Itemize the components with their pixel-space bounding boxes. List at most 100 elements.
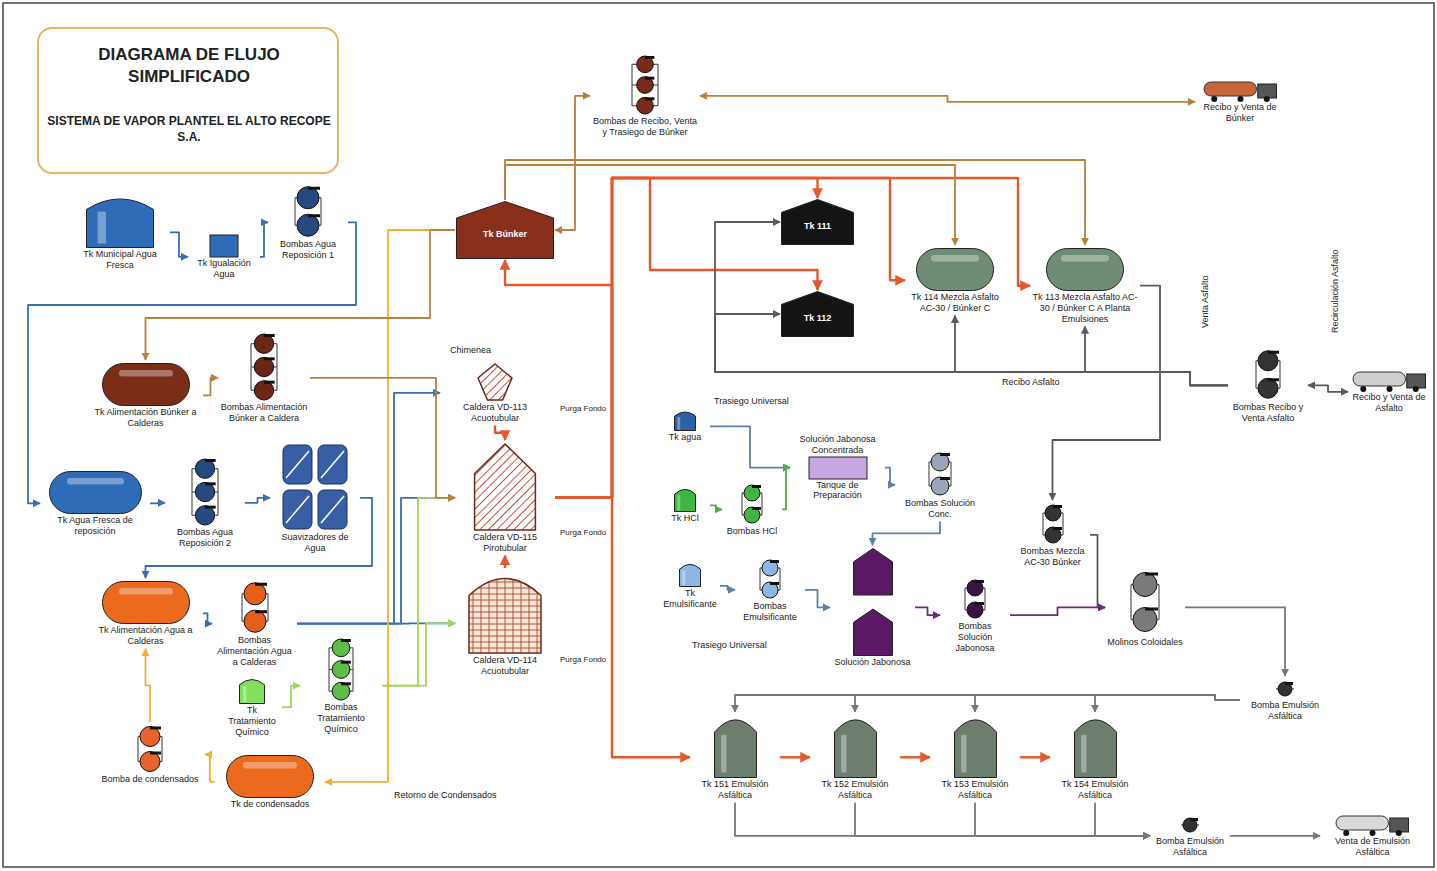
equipment-label: Tk Igualación Agua (190, 258, 258, 280)
pipe-line (885, 468, 895, 485)
shape-part (150, 727, 161, 730)
equipment-symbol (1073, 714, 1118, 779)
pipe-line (310, 378, 455, 498)
subtitle: SISTEMA DE VAPOR PLANTEL EL ALTO RECOPE … (44, 114, 334, 145)
pipe-line (855, 695, 1240, 712)
shape-part (140, 752, 160, 772)
shape-part (457, 202, 554, 259)
equipment-node: Caldera VD-114 Acuotubular (455, 568, 555, 679)
shape-part (1336, 816, 1389, 830)
equipment-label: Bombas Mezcla AC-30 Búnker (1017, 546, 1088, 568)
shape-part (1133, 608, 1157, 632)
equipment-label: Recibo y Venta de Asfalto (1350, 392, 1428, 414)
pipe-line (715, 222, 1228, 385)
shape-part (205, 459, 216, 462)
equipment-label: Bomba de condensados (97, 774, 203, 785)
shape-part (1062, 513, 1063, 535)
equipment-node: Solución Jabonosa ConcentradaTanque de P… (790, 432, 885, 503)
pipe-line (855, 803, 1150, 836)
shape-part (1406, 374, 1425, 388)
equipment-symbol (48, 470, 143, 515)
equipment-label: Recibo y Venta de Búnker (1197, 102, 1283, 124)
shape-part (950, 462, 951, 486)
pipe-line (146, 649, 151, 722)
shape-part (283, 445, 312, 484)
shape-part (714, 720, 756, 778)
shape-part (294, 198, 295, 226)
shape-part (195, 459, 214, 478)
equipment-symbol (190, 457, 220, 527)
shape-part (1237, 96, 1243, 102)
equipment-label: Caldera VD-113 Acuotubular (442, 402, 548, 424)
pipe-line (150, 502, 165, 504)
pipe-line (873, 522, 941, 545)
shape-part (975, 602, 984, 605)
shape-part (964, 588, 965, 610)
equipment-symbol (1203, 80, 1278, 102)
equipment-symbol (1179, 814, 1201, 836)
shape-part (1258, 351, 1278, 371)
pipe-line (1020, 756, 1050, 758)
shape-part (809, 457, 867, 479)
shape-part (244, 583, 266, 605)
pipe-line (915, 607, 940, 615)
shape-part (770, 582, 779, 585)
pipe-line (710, 426, 790, 467)
pipe-line (735, 803, 1150, 836)
equipment-label: Solución Jabonosa Concentrada (792, 434, 883, 456)
pipe-line (975, 695, 1240, 712)
pipe-line (735, 695, 1240, 712)
shape-part (853, 549, 892, 596)
shape-part (244, 610, 266, 632)
shape-part (675, 489, 696, 511)
equipment-symbol (630, 54, 660, 116)
equipment-label: Tanque de Preparación (792, 480, 883, 502)
shape-part (1255, 361, 1256, 389)
shape-part (87, 199, 154, 248)
equipment-symbol (225, 754, 315, 799)
pipe-line (780, 756, 810, 758)
equipment-label: Tk 154 Emulsión Asfáltica (1052, 779, 1138, 801)
shape-part (967, 580, 983, 596)
equipment-label: Tk Alimentación Búnker a Calderas (90, 407, 201, 429)
shape-part (779, 568, 780, 590)
pipe-line (495, 426, 505, 440)
equipment-label: Tk de condensados (217, 799, 323, 810)
equipment-node: Tk 112 (780, 290, 855, 338)
equipment-symbol (1254, 347, 1282, 402)
shape-part (264, 381, 275, 384)
equipment-node: Bombas Tratamiento Químico (300, 635, 382, 736)
equipment-label: Bombas Solución Jabonosa (942, 621, 1008, 653)
equipment-symbol (1352, 370, 1427, 392)
shape-part (478, 364, 512, 400)
shape-part (928, 462, 929, 486)
note-label: Purga Fondo (558, 655, 608, 665)
pipe-line (555, 178, 818, 498)
equipment-label: Bomba Emulsión Asfáltica (1242, 700, 1328, 722)
shape-part (195, 506, 214, 525)
shape-part (1130, 585, 1131, 620)
shape-part (308, 187, 320, 190)
shape-part (318, 445, 347, 484)
pipe-line (1085, 326, 1228, 385)
shape-part (721, 735, 726, 773)
shape-part (1343, 830, 1349, 836)
pipe-line (555, 96, 590, 230)
shape-part (752, 485, 761, 488)
pipe-line (203, 378, 218, 396)
equipment-label: Bombas HCl (724, 526, 780, 537)
shape-part (954, 720, 996, 778)
equipment-symbol (833, 714, 878, 779)
shape-part (1211, 96, 1217, 102)
pipe-line (1095, 695, 1240, 712)
equipment-node: Bombas Agua Reposición 2 (165, 455, 245, 551)
shape-part (475, 444, 536, 530)
pipe-line (782, 468, 790, 510)
pipe-line (1010, 607, 1105, 615)
shape-part (1279, 361, 1280, 389)
shape-part (98, 212, 106, 244)
shape-part (931, 477, 949, 495)
shape-part (264, 357, 275, 360)
equipment-label: Bombas Solución Conc. (897, 498, 983, 520)
equipment-symbol (673, 487, 697, 513)
